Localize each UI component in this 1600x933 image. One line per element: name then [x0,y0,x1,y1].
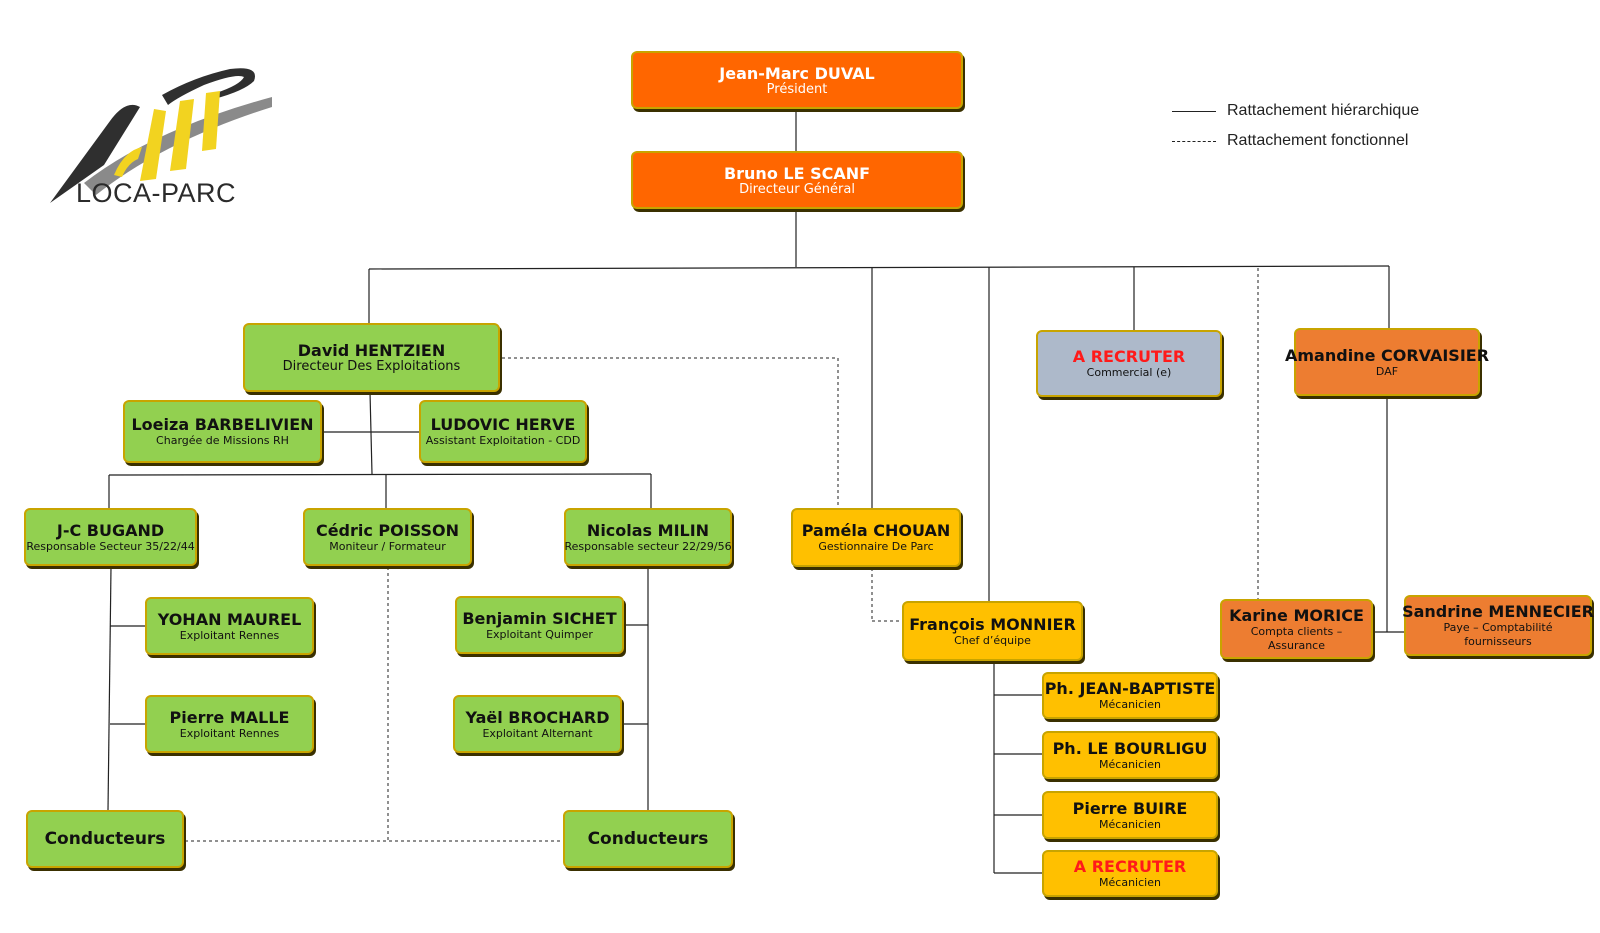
legend-dashed-label: Rattachement fonctionnel [1227,132,1409,149]
loca-parc-logo [44,55,274,215]
solid-line-swatch [1172,110,1216,112]
node-name: A RECRUTER [1072,347,1186,366]
node-role: Président [766,81,828,97]
node-morice: Karine MORICE Compta clients – Assurance [1220,599,1373,659]
node-name: Nicolas MILIN [586,520,710,540]
node-directeur-general: Bruno LE SCANF Directeur Général [631,151,963,209]
node-name: Sandrine MENNECIER [1402,602,1594,621]
node-milin: Nicolas MILIN Responsable secteur 22/29/… [564,508,732,566]
node-buire: Pierre BUIRE Mécanicien [1042,791,1218,839]
node-role: Directeur Général [739,181,855,197]
node-maurel: YOHAN MAUREL Exploitant Rennes [145,597,314,655]
node-role: Exploitant Rennes [179,628,280,642]
node-name: François MONNIER [909,614,1076,634]
node-role: Compta clients – Assurance [1250,624,1343,652]
node-malle: Pierre MALLE Exploitant Rennes [145,695,314,753]
node-monnier: François MONNIER Chef d’équipe [902,601,1083,661]
node-chouan: Paméla CHOUAN Gestionnaire De Parc [791,508,961,567]
node-barbelivien: Loeiza BARBELIVIEN Chargée de Missions R… [123,400,322,463]
node-hentzien: David HENTZIEN Directeur Des Exploitatio… [243,323,500,392]
node-name: Cédric POISSON [315,520,460,540]
node-name: Amandine CORVAISIER [1285,345,1490,365]
node-role: Commercial (e) [1086,366,1172,379]
node-role: Moniteur / Formateur [329,539,446,553]
logo-text: LOCA-PARC [76,178,237,208]
node-name: Benjamin SICHET [462,608,617,628]
node-name: Ph. JEAN-BAPTISTE [1044,679,1216,698]
node-name: Conducteurs [44,828,166,849]
node-recruter-mecanicien: A RECRUTER Mécanicien [1042,850,1218,897]
node-role: Gestionnaire De Parc [818,540,934,553]
node-name: Bruno LE SCANF [723,163,871,183]
node-role: Exploitant Alternant [482,726,593,740]
node-role: Mécanicien [1099,817,1161,831]
node-role: Assistant Exploitation - CDD [425,434,581,447]
node-role: Chef d’équipe [954,633,1031,647]
node-herve: LUDOVIC HERVE Assistant Exploitation - C… [419,400,587,463]
legend-solid-label: Rattachement hiérarchique [1227,102,1420,119]
dashed-line-swatch [1172,140,1216,142]
node-name: YOHAN MAUREL [157,609,302,629]
node-name: Ph. LE BOURLIGU [1052,738,1208,758]
node-name: Jean-Marc DUVAL [719,63,875,83]
node-president: Jean-Marc DUVAL Président [631,51,963,109]
node-role: Directeur Des Exploitations [282,359,461,374]
node-jean-baptiste: Ph. JEAN-BAPTISTE Mécanicien [1042,672,1218,719]
node-role: Mécanicien [1099,757,1161,771]
node-name: LUDOVIC HERVE [430,415,576,434]
node-name: Paméla CHOUAN [801,521,951,540]
node-name: Conducteurs [587,828,709,849]
node-mennecier: Sandrine MENNECIER Paye – Comptabilité f… [1402,595,1594,656]
node-role: DAF [1375,364,1399,378]
node-sichet: Benjamin SICHET Exploitant Quimper [455,596,624,654]
node-role: Paye – Comptabilité fournisseurs [1443,621,1553,648]
node-recruter-commercial: A RECRUTER Commercial (e) [1036,330,1222,397]
node-corvaisier: Amandine CORVAISIER DAF [1285,328,1489,396]
node-role: Mécanicien [1099,876,1161,889]
node-name: Loeiza BARBELIVIEN [131,415,314,434]
node-name: Yaël BROCHARD [465,707,610,727]
node-name: Pierre MALLE [169,707,290,727]
node-conducteurs-quimper: Conducteurs [563,810,733,868]
node-role: Mécanicien [1099,698,1161,711]
node-name: A RECRUTER [1073,857,1187,876]
node-role: Responsable Secteur 35/22/44 [26,539,195,553]
node-name: David HENTZIEN [297,341,446,360]
node-role: Responsable secteur 22/29/56 [564,539,732,553]
node-role: Chargée de Missions RH [156,434,289,447]
node-le-bourligu: Ph. LE BOURLIGU Mécanicien [1042,731,1218,779]
node-role: Exploitant Rennes [179,726,280,740]
node-name: Pierre BUIRE [1072,798,1188,818]
legend-dashed: Rattachement fonctionnel [1172,132,1408,150]
node-bugand: J-C BUGAND Responsable Secteur 35/22/44 [24,508,197,566]
node-conducteurs-rennes: Conducteurs [26,810,184,868]
node-role: Exploitant Quimper [486,627,593,641]
node-name: Karine MORICE [1229,605,1364,625]
legend-solid: Rattachement hiérarchique [1172,102,1419,120]
node-poisson: Cédric POISSON Moniteur / Formateur [303,508,472,566]
node-brochard: Yaël BROCHARD Exploitant Alternant [453,695,622,753]
node-name: J-C BUGAND [56,520,165,540]
